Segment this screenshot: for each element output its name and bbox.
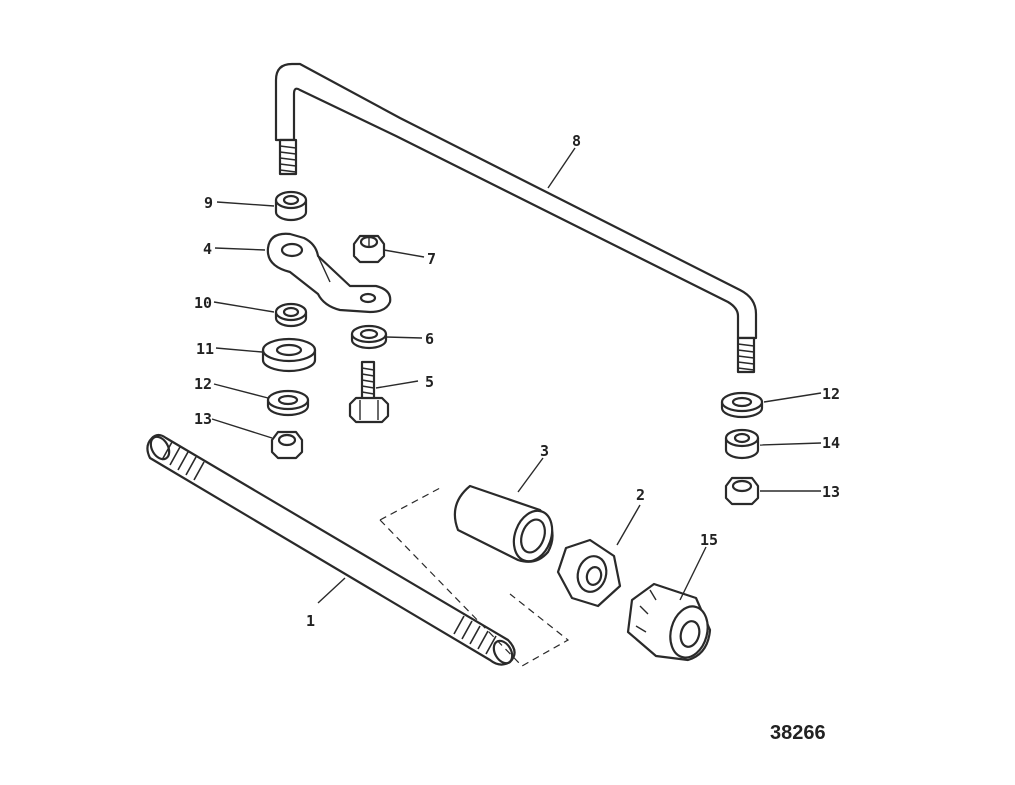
sleeve-part-3 (453, 484, 554, 563)
callout-7: 7 (427, 250, 436, 268)
slotted-nut-part-15 (626, 582, 712, 662)
spacer-part-14 (724, 428, 760, 460)
washer-part-6 (350, 324, 388, 350)
alignment-dashed-line (379, 487, 570, 667)
callout-3: 3 (540, 442, 549, 460)
leader-lines (211, 147, 822, 604)
lock-nut-part-7 (352, 234, 386, 264)
callout-15: 15 (700, 531, 718, 549)
bolt-part-5 (348, 360, 390, 424)
link-rod-part-8 (274, 62, 758, 374)
callout-12-left: 12 (194, 375, 212, 393)
callout-8: 8 (572, 132, 581, 150)
nut-part-13-left (270, 430, 304, 460)
nut-part-13-right (724, 476, 760, 506)
callout-14: 14 (822, 434, 840, 452)
callout-2: 2 (636, 486, 645, 504)
figure-number: 38266 (770, 722, 826, 744)
callout-9: 9 (204, 194, 213, 212)
bracket-part-4 (266, 232, 392, 314)
spacer-part-9 (274, 190, 308, 222)
callout-4: 4 (203, 240, 212, 258)
callout-5: 5 (425, 373, 434, 391)
callout-1: 1 (306, 612, 315, 630)
callout-11: 11 (196, 340, 214, 358)
washer-part-12-right (720, 391, 764, 419)
callout-13-left: 13 (194, 410, 212, 428)
callout-labels: 1 2 3 4 5 6 7 8 9 10 11 12 13 12 14 13 1… (194, 132, 840, 630)
threaded-tube-part-1 (146, 433, 516, 666)
large-washer-part-11 (261, 337, 317, 373)
callout-13-right: 13 (822, 483, 840, 501)
washer-part-10 (274, 302, 308, 328)
callout-6: 6 (425, 330, 434, 348)
hex-nut-part-2 (556, 538, 622, 608)
callout-12-right: 12 (822, 385, 840, 403)
callout-10: 10 (194, 294, 212, 312)
washer-part-12-left (266, 389, 310, 417)
